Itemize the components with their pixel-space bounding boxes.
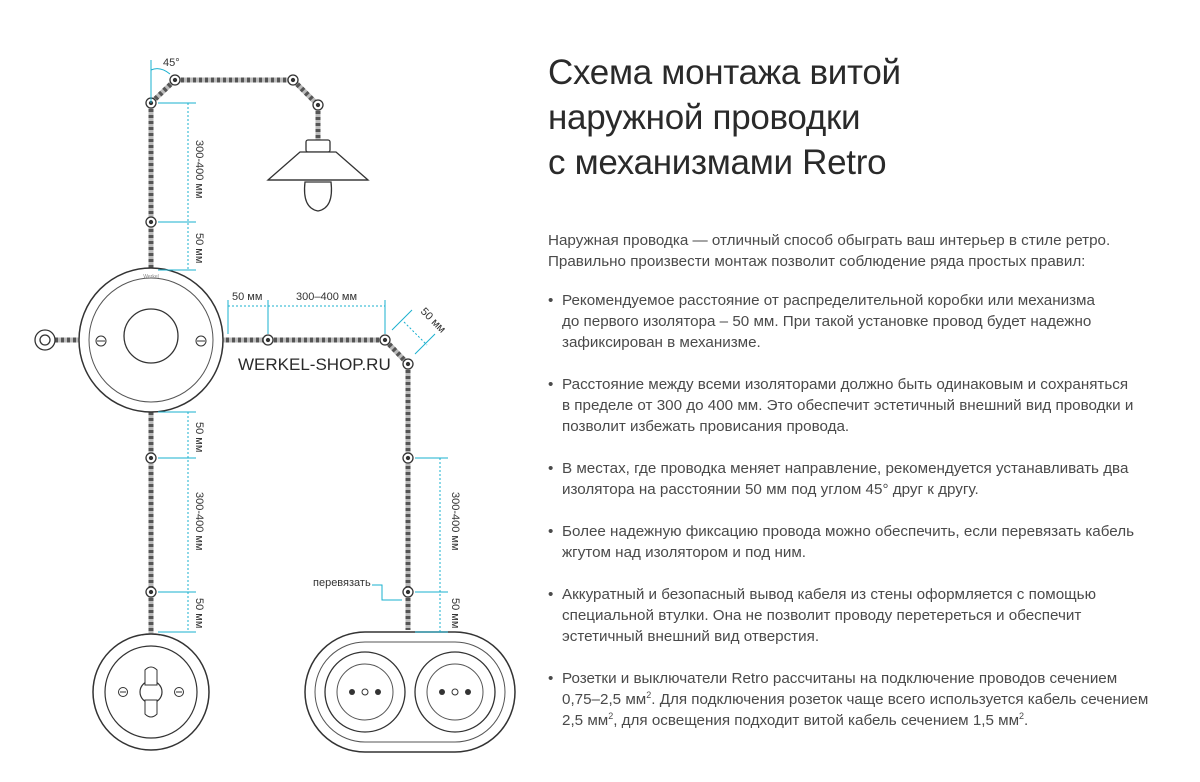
page-title: Схема монтажа витой наружной проводки с …	[548, 53, 901, 182]
screw-icon	[118, 687, 128, 697]
watermark: WERKEL-SHOP.RU	[238, 355, 391, 374]
dim-label: 300-400 мм	[193, 492, 205, 551]
list-item: Розетки и выключатели Retro рассчитаны н…	[548, 668, 1173, 731]
content-panel: Схема монтажа витой наружной проводки с …	[548, 50, 1173, 752]
wiring-diagram: 45° Werkel WERKEL-SHOP.RU	[34, 57, 516, 753]
list-item: Расстояние между всеми изоляторами должн…	[548, 374, 1173, 437]
double-socket	[304, 631, 516, 753]
dim-label: 50 мм	[193, 598, 205, 628]
junction-box: Werkel	[78, 267, 224, 413]
tie-label: перевязать	[313, 577, 371, 589]
screw-icon	[174, 687, 184, 697]
dim-label: 50 мм	[418, 306, 448, 336]
rules-list: Рекомендуемое расстояние от распределите…	[548, 290, 1173, 731]
wall-bushing-icon	[34, 329, 56, 351]
screw-icon	[195, 335, 207, 347]
dim-label: 300-400 мм	[449, 492, 461, 551]
insulators	[145, 74, 414, 598]
intro-text: Наружная проводка — отличный способ обыг…	[548, 232, 1111, 270]
dim-label: 300-400 мм	[193, 140, 205, 199]
list-item: В местах, где проводка меняет направлени…	[548, 458, 1173, 500]
list-item: Рекомендуемое расстояние от распределите…	[548, 290, 1173, 353]
dim-label: 300–400 мм	[296, 291, 357, 303]
pendant-lamp-icon	[266, 139, 370, 212]
rotary-switch	[92, 633, 210, 751]
dim-label: 50 мм	[232, 291, 262, 303]
brand-mark: Werkel	[143, 274, 158, 280]
dim-label: 50 мм	[449, 598, 461, 628]
dim-label: 50 мм	[193, 422, 205, 452]
dim-label: 50 мм	[193, 233, 205, 263]
list-item: Аккуратный и безопасный вывод кабеля из …	[548, 584, 1173, 647]
dimension-lines	[158, 102, 448, 633]
angle-label: 45°	[163, 57, 180, 69]
screw-icon	[95, 335, 107, 347]
angle-marker	[150, 60, 171, 103]
list-item: Более надежную фиксацию провода можно об…	[548, 521, 1173, 563]
